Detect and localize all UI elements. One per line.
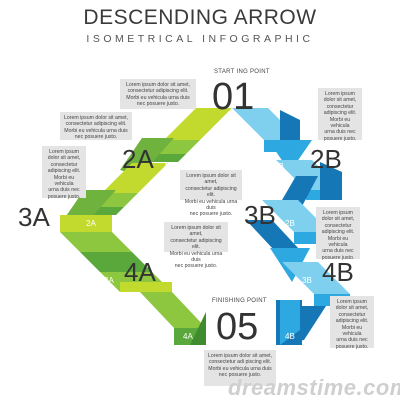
step-2a: 2A bbox=[122, 144, 154, 174]
step-3a: 3A bbox=[18, 202, 50, 232]
note-top-center: Lorem ipsum dolor sit amet, consectetur … bbox=[120, 79, 196, 109]
label-3a: 3A bbox=[104, 276, 114, 285]
note-right-mid: Lorem ipsum dolor sit amet, consectetur … bbox=[316, 207, 360, 261]
segment-1b-arrow bbox=[268, 140, 312, 172]
segment-2a-top bbox=[102, 163, 168, 193]
note-mid-center: Lorem ipsum dolor sit amet, consectetur … bbox=[180, 170, 242, 217]
infographic-subtitle: ISOMETRICAL INFOGRAPHIC bbox=[86, 33, 314, 45]
label-4b: 4B bbox=[285, 332, 295, 341]
note-mid-left: Lorem ipsum dolor sit amet, consectetur … bbox=[42, 146, 86, 200]
segment-4b-top bbox=[282, 262, 350, 294]
step-2b: 2B bbox=[310, 144, 342, 174]
segment-4a-top bbox=[120, 282, 172, 292]
note-center-lower: Lorem ipsum dolor sit amet, consectetur … bbox=[164, 222, 228, 269]
watermark: dreamstime.com bbox=[228, 375, 400, 400]
segment-1a-top bbox=[164, 108, 232, 140]
step-01: 01 bbox=[212, 76, 255, 118]
segment-3a-top bbox=[60, 215, 112, 232]
segment-3b-side bbox=[246, 220, 300, 250]
segment-3b-top bbox=[262, 200, 330, 232]
segment-4a-face bbox=[140, 292, 206, 328]
start-point-label: START ING POINT bbox=[214, 69, 270, 75]
segment-4b-tail bbox=[280, 300, 300, 345]
step-4a: 4A bbox=[124, 257, 156, 287]
step-4b: 4B bbox=[322, 257, 354, 287]
segment-2b-side bbox=[320, 162, 342, 200]
note-bottom-center: Lorem ipsum dolor sit amet, consectetur … bbox=[204, 350, 276, 386]
label-2a: 2A bbox=[86, 219, 96, 228]
step-05: 05 bbox=[216, 306, 259, 348]
label-2b: 2B bbox=[285, 219, 295, 228]
finish-point-label: FINISHING POINT bbox=[212, 298, 267, 304]
segment-3a-face bbox=[60, 232, 132, 252]
segment-3a-side bbox=[80, 252, 152, 272]
note-bottom-right: Lorem ipsum dolor sit amet, consectetur … bbox=[330, 296, 374, 350]
infographic-title: DESCENDING ARROW bbox=[83, 6, 317, 29]
label-1b: 1B bbox=[274, 162, 284, 171]
note-top-right: Lorem ipsum dolor sit amet, consectetur … bbox=[318, 88, 362, 142]
note-upper-left: Lorem ipsum dolor sit amet, consectetur … bbox=[60, 112, 132, 140]
segment-4a-arrow bbox=[190, 312, 206, 345]
label-3b: 3B bbox=[302, 276, 312, 285]
label-4a: 4A bbox=[183, 332, 193, 341]
label-1a: 1A bbox=[164, 162, 174, 171]
step-3b: 3B bbox=[244, 200, 276, 230]
